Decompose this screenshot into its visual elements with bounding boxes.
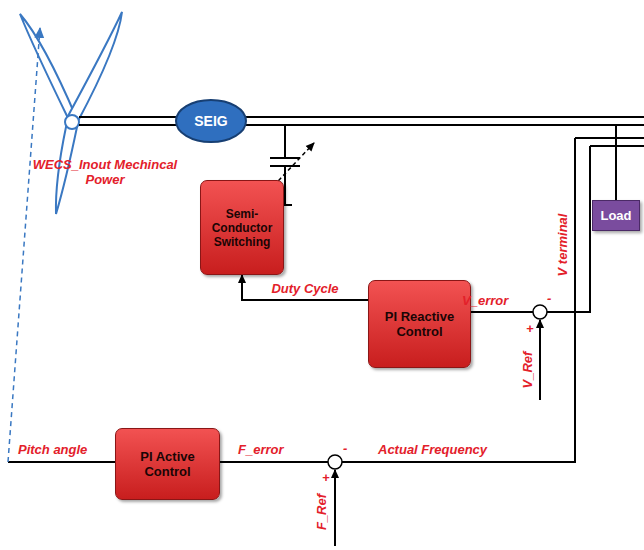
signal-name: V_error: [462, 294, 508, 309]
text-stack: SEIG: [194, 113, 227, 129]
edge-label: Duty Cycle: [271, 282, 338, 297]
input-label: WECS_Inout Mechincal Power: [30, 158, 180, 188]
node-text: PI Reactive Control: [369, 309, 470, 339]
sign-mark: -: [343, 442, 347, 457]
signal-name: V_Ref: [521, 352, 536, 389]
text-stack: PI Reactive Control: [369, 309, 470, 339]
sign-mark: +: [526, 322, 534, 337]
sign-mark: +: [322, 471, 330, 486]
switching-box: Semi- Conductor Switching: [200, 180, 284, 275]
ellipse-shape: [176, 100, 246, 142]
generator-ellipse: SEIG: [175, 99, 247, 143]
node-text: Load: [600, 208, 631, 223]
node-text: Semi- Conductor Switching: [201, 207, 283, 249]
signal-name: F_Ref: [315, 494, 330, 530]
connector: [242, 275, 368, 300]
signal-name: Pitch angle: [18, 443, 87, 458]
connector: [246, 125, 616, 200]
frequency-feedback: [8, 138, 575, 546]
text-stack: Semi- Conductor Switching: [201, 207, 283, 249]
signal-name: F_error: [238, 443, 284, 458]
node-text: SEIG: [194, 113, 227, 129]
text-stack: PI Active Control: [116, 449, 219, 479]
controller-box: PI Reactive Control: [368, 280, 471, 368]
pitch-control-arrow: [8, 28, 40, 462]
controller-box: PI Active Control: [115, 428, 220, 500]
load-box: Load: [592, 200, 640, 231]
text-stack: Load: [600, 208, 631, 223]
sign-mark: -: [547, 292, 551, 307]
signal-name: V terminal: [556, 214, 571, 277]
node-text: PI Active Control: [116, 449, 219, 479]
voltage-feedback: [453, 146, 590, 400]
power-bus: [79, 117, 644, 146]
signal-name: Actual Frequency: [378, 443, 487, 458]
